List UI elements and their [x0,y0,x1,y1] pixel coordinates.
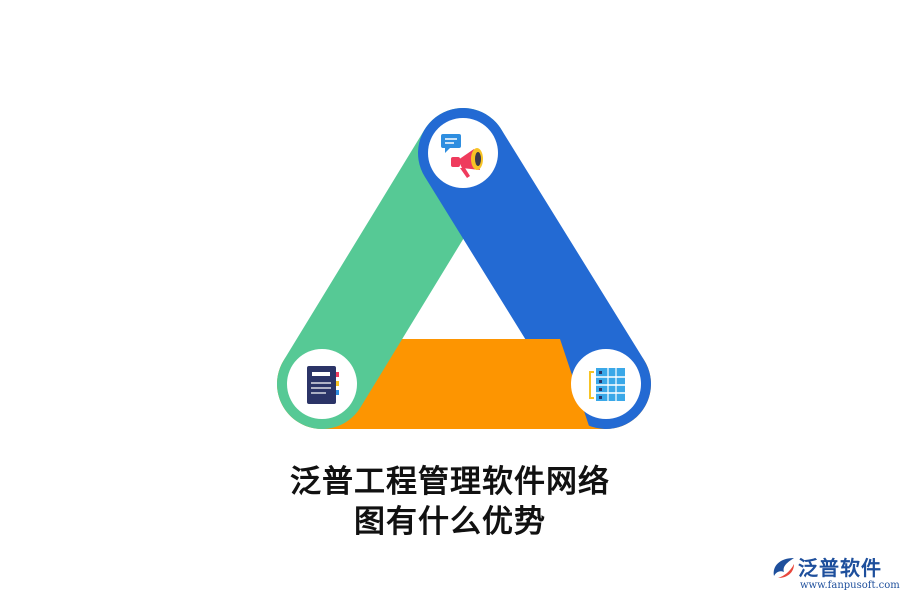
server-rack-icon [589,368,625,401]
notebook-icon [307,366,339,404]
title-line-1: 泛普工程管理软件网络 [290,464,610,500]
blue-band [418,108,651,429]
brand-logo: 泛普软件 www.fanpusoft.com [770,552,900,596]
bottom-right-node [571,349,641,419]
bottom-left-node [287,349,357,419]
orange-band-overlap [480,339,590,429]
brand-name: 泛普软件 [798,556,882,580]
megaphone-icon [441,134,483,178]
top-node [428,118,498,188]
brand-mark-icon [773,558,794,578]
title-line-2: 图有什么优势 [354,504,546,540]
brand-url: www.fanpusoft.com [800,580,900,591]
